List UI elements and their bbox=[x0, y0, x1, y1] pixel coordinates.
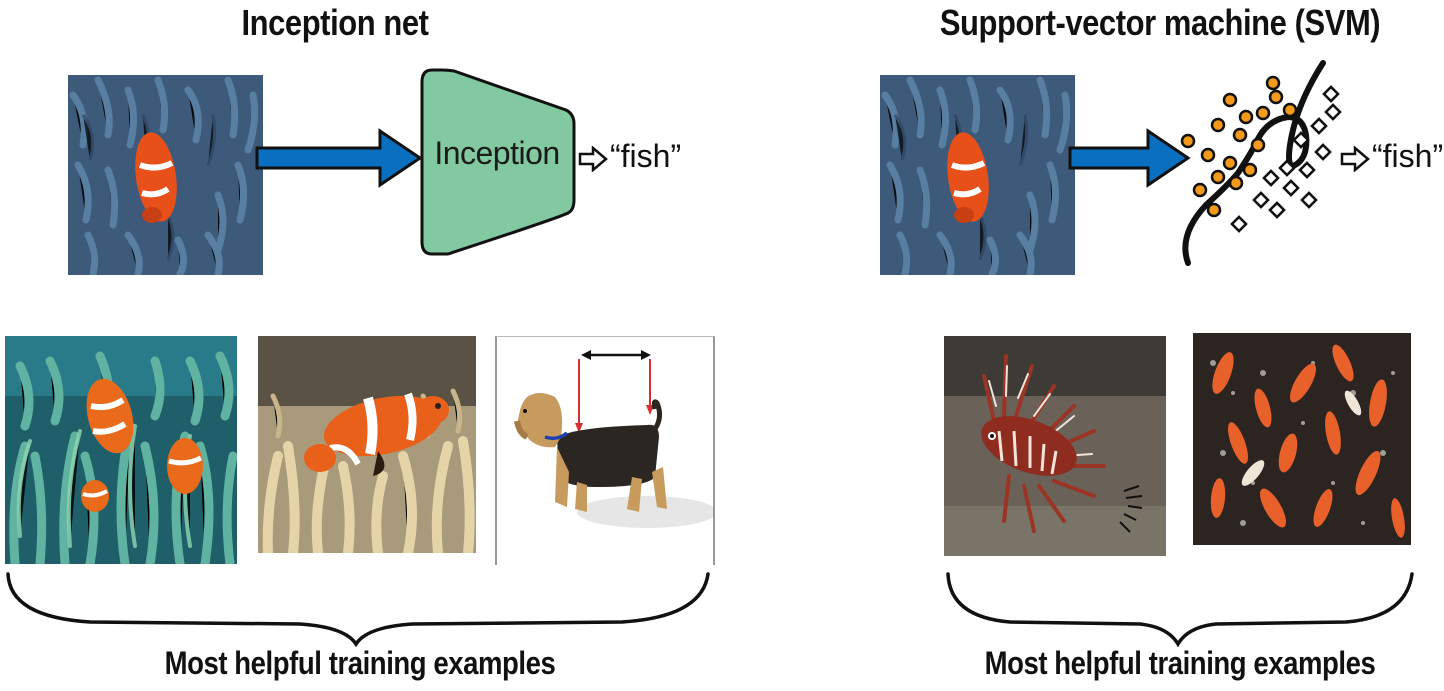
inception-model-block bbox=[420, 68, 576, 256]
inception-output-label: “fish” bbox=[610, 138, 682, 174]
svm-training-example-koi bbox=[1193, 333, 1411, 545]
training-example-airedale-dog bbox=[495, 336, 715, 565]
inception-title: Inception net bbox=[241, 2, 429, 43]
input-arrow-icon bbox=[255, 128, 423, 188]
svm-output-arrow-icon bbox=[1340, 145, 1370, 172]
right-caption: Most helpful training examples bbox=[984, 645, 1376, 681]
query-image-clownfish bbox=[68, 75, 263, 275]
svm-input-arrow-icon bbox=[1068, 128, 1191, 188]
training-example-clownfish-closeup bbox=[258, 336, 476, 553]
svm-output-label: “fish” bbox=[1372, 138, 1444, 174]
training-example-clownfish-anemone bbox=[5, 336, 237, 564]
inception-block-label: Inception bbox=[434, 135, 560, 171]
inception-output: “fish” bbox=[578, 138, 681, 175]
svm-training-example-lionfish bbox=[944, 336, 1166, 556]
left-caption: Most helpful training examples bbox=[164, 645, 556, 681]
svm-decision-boundary-diagram bbox=[1180, 60, 1342, 266]
svm-output: “fish” bbox=[1340, 138, 1443, 175]
left-training-brace bbox=[6, 572, 710, 648]
svm-title: Support-vector machine (SVM) bbox=[939, 2, 1381, 43]
right-training-brace bbox=[946, 572, 1414, 648]
output-arrow-icon bbox=[578, 145, 608, 172]
svm-query-image-clownfish bbox=[880, 75, 1075, 275]
